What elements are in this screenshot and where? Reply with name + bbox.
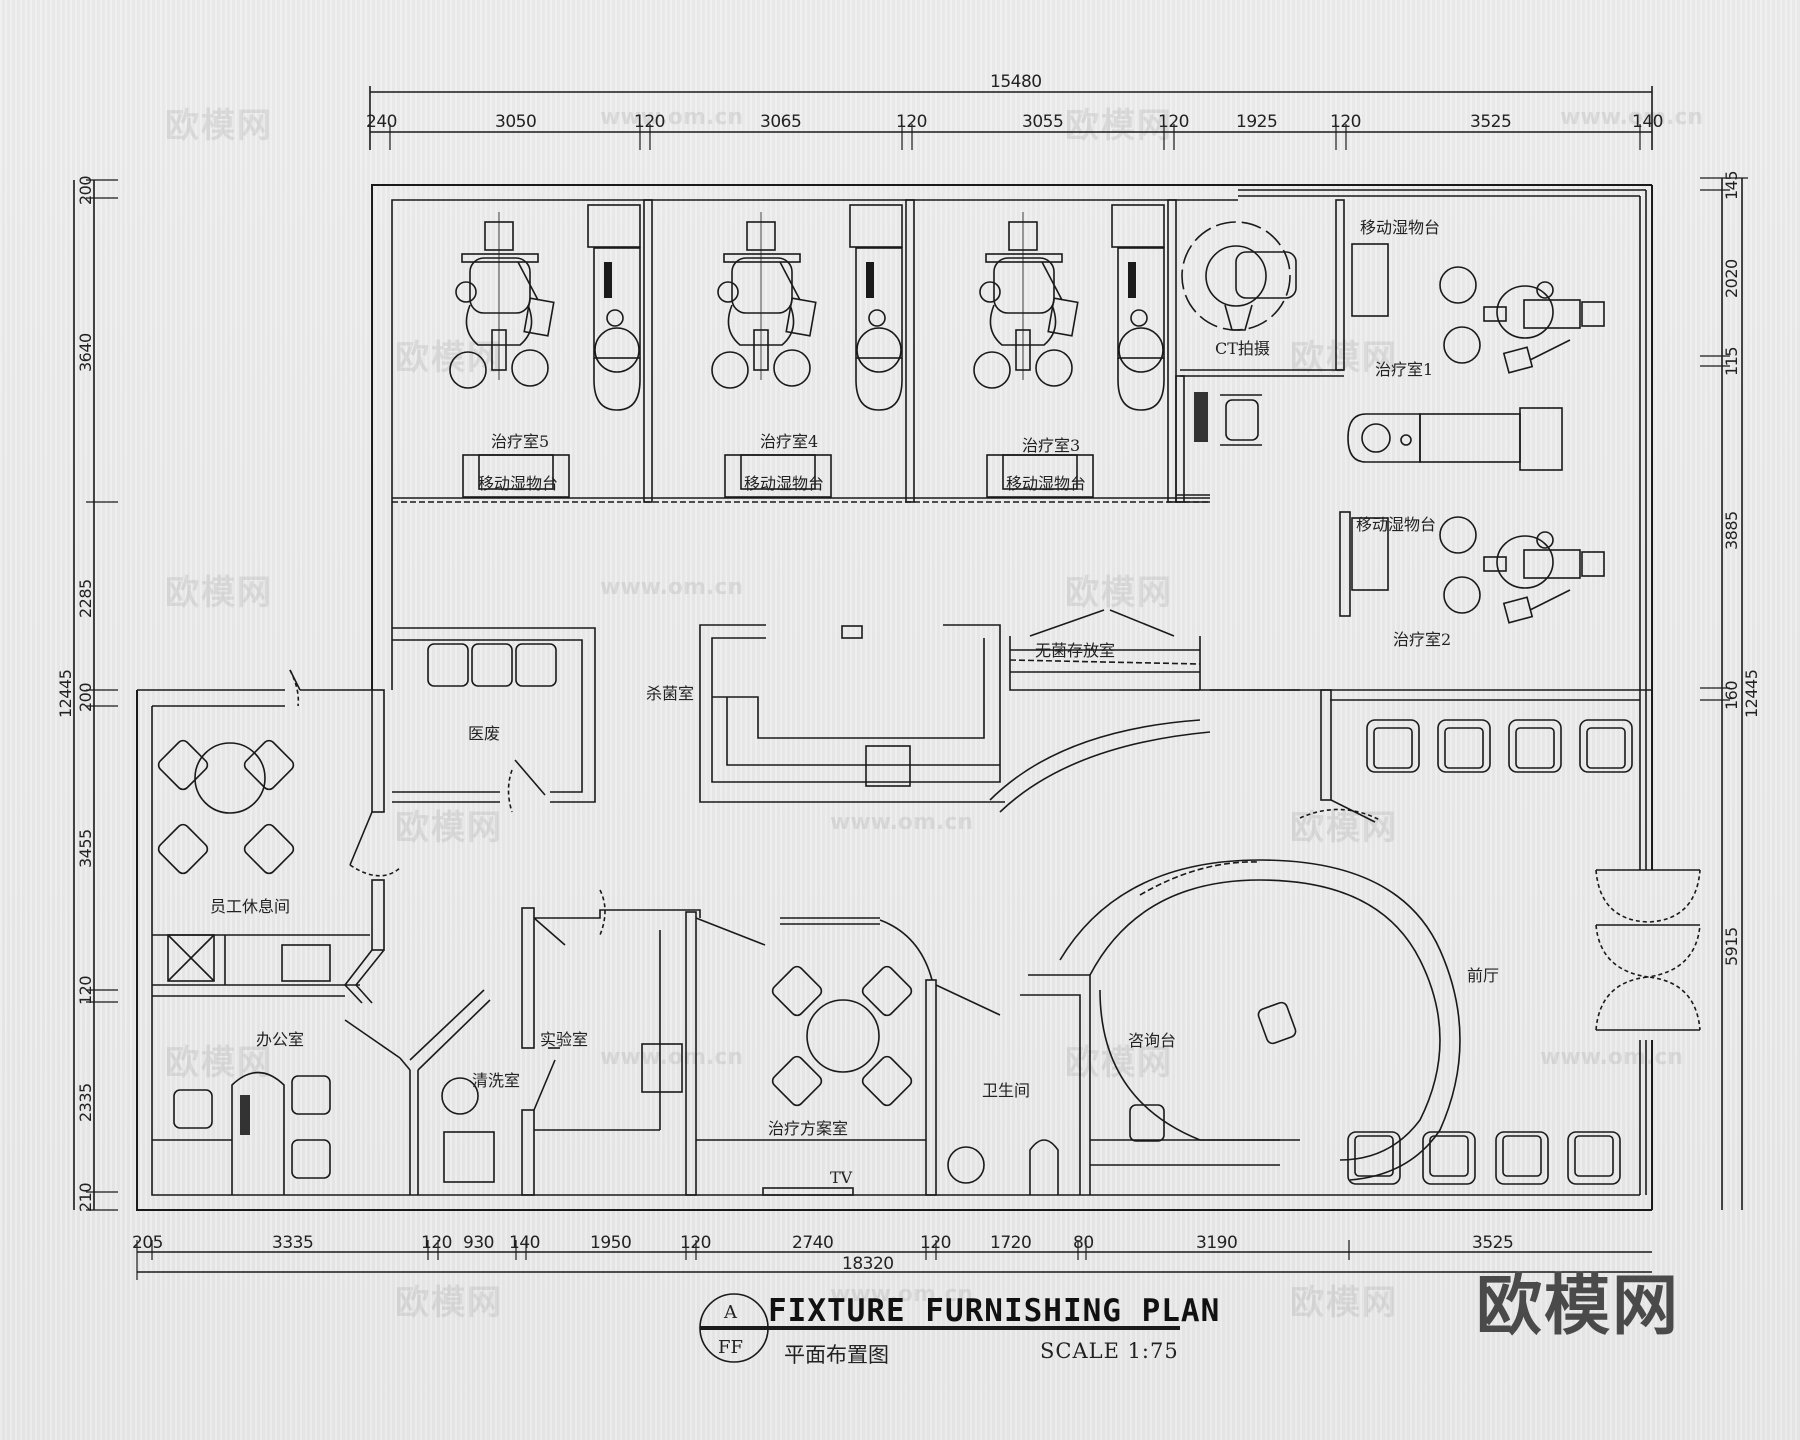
watermark: 欧模网 (1290, 338, 1398, 378)
dim-left-seg: 2335 (76, 1083, 95, 1122)
room-label-plan-room: 治疗方案室 (768, 1119, 849, 1138)
watermark-url: www.om.cn (830, 1282, 974, 1307)
room-label-consult-desk: 咨询台 (1128, 1031, 1177, 1050)
dim-top-seg: 140 (1632, 112, 1663, 132)
tv-label: TV (830, 1168, 853, 1187)
dim-left-seg: 120 (76, 975, 95, 1005)
dim-bottom-seg: 140 (509, 1233, 540, 1253)
watermark: 欧模网 (1065, 106, 1173, 146)
callout-code: FF (718, 1337, 743, 1358)
dim-bottom-seg: 120 (680, 1233, 711, 1253)
dim-right-seg: 5915 (1722, 927, 1741, 966)
dim-right-seg: 115 (1722, 346, 1741, 376)
watermark: 欧模网 (165, 106, 273, 146)
cart-label: 移动湿物台 (1360, 218, 1441, 237)
room-label-washroom: 清洗室 (472, 1071, 521, 1090)
cart-label: 移动湿物台 (1006, 474, 1087, 493)
dim-top-seg: 3525 (1470, 112, 1512, 132)
dim-right-seg: 3885 (1722, 511, 1741, 550)
dim-left-seg: 210 (76, 1182, 95, 1212)
watermark-url: www.om.cn (600, 105, 744, 130)
room-label-treatment2: 治疗室2 (1393, 630, 1452, 649)
watermark-url: www.om.cn (1560, 105, 1704, 130)
room-label-restroom: 卫生间 (982, 1081, 1031, 1100)
dim-left-seg: 3640 (76, 333, 95, 372)
watermark: 欧模网 (395, 808, 503, 848)
cart-label: 移动湿物台 (744, 474, 825, 493)
room-label-lab: 实验室 (540, 1030, 589, 1049)
dim-top-seg: 120 (1330, 112, 1361, 132)
dim-top-seg: 240 (366, 112, 397, 132)
dim-bottom-seg: 2740 (792, 1233, 834, 1253)
dim-bottom-seg: 3525 (1472, 1233, 1514, 1253)
dim-bottom-seg: 930 (463, 1233, 494, 1253)
dim-left-seg: 2285 (76, 579, 95, 618)
dim-top-seg: 3065 (760, 112, 802, 132)
room-label-treatment1: 治疗室1 (1375, 360, 1434, 379)
room-label-ct: CT拍摄 (1215, 339, 1270, 358)
dim-bottom-seg: 120 (421, 1233, 452, 1253)
dim-right-seg: 145 (1722, 170, 1741, 200)
dim-bottom-seg: 1720 (990, 1233, 1032, 1253)
dim-left-seg: 3455 (76, 829, 95, 868)
watermark: 欧模网 (395, 1283, 503, 1323)
watermark-url: www.om.cn (1540, 1045, 1684, 1070)
room-label-staff-lounge: 员工休息间 (210, 897, 291, 916)
dim-bottom-seg: 3190 (1196, 1233, 1238, 1253)
watermark-url: www.om.cn (830, 810, 974, 835)
watermark: 欧模网 (1065, 573, 1173, 613)
cart-label: 移动湿物台 (478, 474, 559, 493)
watermark-url: www.om.cn (600, 1045, 744, 1070)
dim-top-seg: 1925 (1236, 112, 1278, 132)
dim-bottom-seg: 3335 (272, 1233, 314, 1253)
drawing-title: FIXTURE FURNISHING PLAN (768, 1293, 1221, 1329)
dim-left-seg: 200 (76, 682, 95, 712)
room-label-treatment3: 治疗室3 (1022, 436, 1081, 455)
dim-top-seg: 120 (634, 112, 665, 132)
dim-top-seg: 3050 (495, 112, 537, 132)
dim-bottom-seg: 80 (1073, 1233, 1094, 1253)
watermark: 欧模网 (1065, 1043, 1173, 1083)
dim-left-seg: 200 (76, 175, 95, 205)
dim-bottom-seg: 120 (920, 1233, 951, 1253)
callout-sheet: A (724, 1302, 737, 1323)
dim-right-total: 12445 (1742, 669, 1761, 718)
dim-top-total: 15480 (990, 72, 1042, 92)
room-label-office: 办公室 (256, 1030, 305, 1049)
dim-top-seg: 120 (1158, 112, 1189, 132)
dim-bottom-seg: 1950 (590, 1233, 632, 1253)
dim-right-seg: 160 (1722, 680, 1741, 710)
dim-top-seg: 120 (896, 112, 927, 132)
room-label-sterilization: 杀菌室 (646, 684, 695, 703)
room-label-treatment5: 治疗室5 (491, 432, 550, 451)
room-label-sterile-storage: 无菌存放室 (1035, 641, 1116, 660)
cart-label: 移动湿物台 (1356, 515, 1437, 534)
dim-bottom-total: 18320 (842, 1254, 894, 1274)
dim-left-total: 12445 (56, 669, 75, 718)
dim-right-seg: 2020 (1722, 259, 1741, 298)
dim-top-seg: 3055 (1022, 112, 1064, 132)
watermark: 欧模网 (165, 1043, 273, 1083)
drawing-subtitle: 平面布置图 (784, 1343, 889, 1367)
brand-watermark: 欧模网 (1476, 1267, 1680, 1344)
room-label-lobby: 前厅 (1467, 966, 1500, 985)
room-label-treatment4: 治疗室4 (760, 432, 819, 451)
room-label-medical-waste: 医废 (468, 724, 501, 743)
watermark: 欧模网 (165, 573, 273, 613)
dim-bottom-seg: 205 (132, 1233, 163, 1253)
watermark-url: www.om.cn (600, 575, 744, 600)
watermark: 欧模网 (1290, 1283, 1398, 1323)
drawing-scale: SCALE 1:75 (1040, 1339, 1179, 1363)
